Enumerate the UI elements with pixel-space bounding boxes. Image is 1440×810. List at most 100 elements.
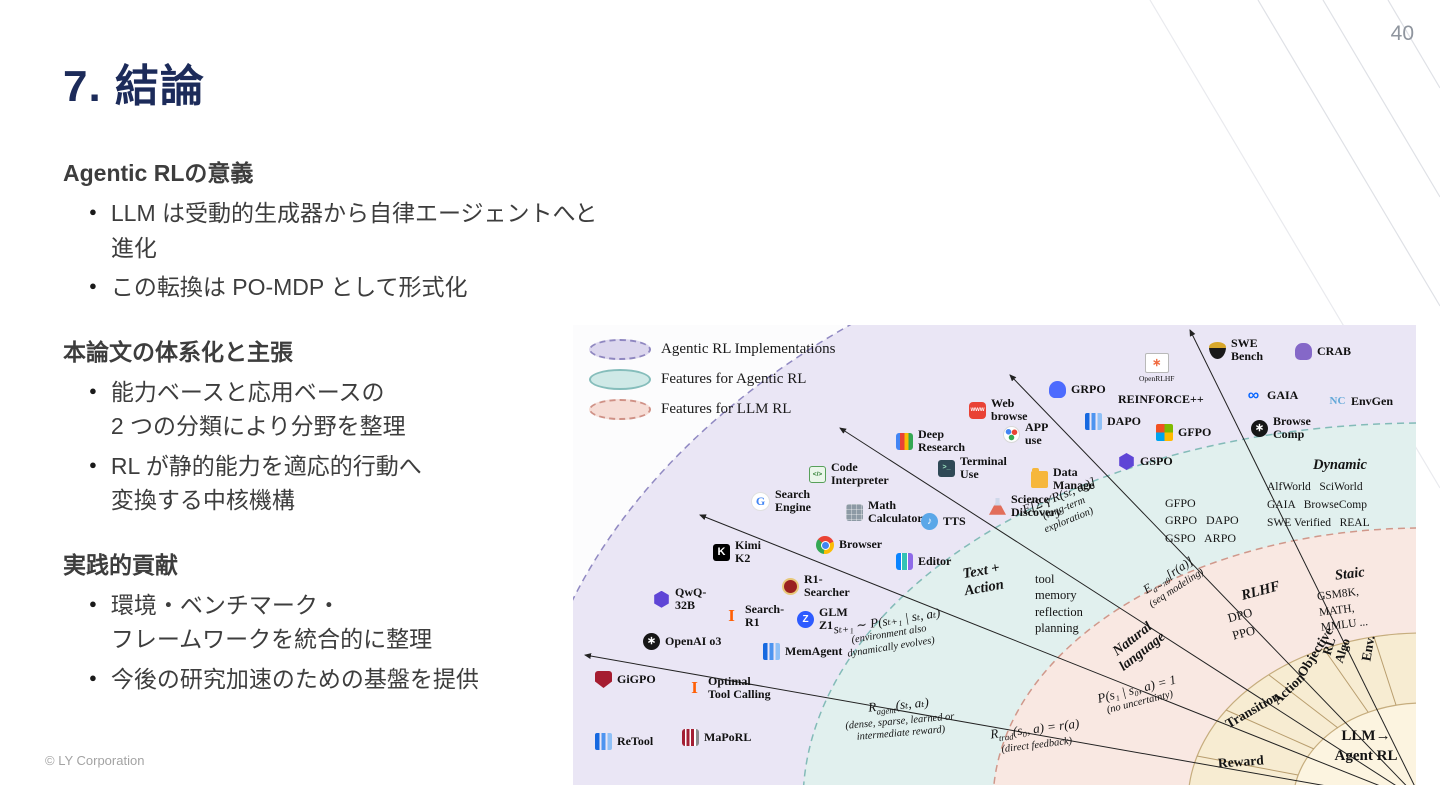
app-dots-icon <box>1003 425 1020 443</box>
impl-gaia: GAIA <box>1245 387 1298 404</box>
bullet-list: ●環境・ベンチマーク・ フレームワークを統合的に整理 ●今後の研究加速のための基… <box>63 588 603 697</box>
blue-bars-icon <box>763 643 780 660</box>
bullet-icon: ● <box>89 669 97 685</box>
impl-editor: Editor <box>896 553 951 570</box>
folder-icon <box>1031 467 1048 488</box>
bullet-list: ● LLM は受動的生成器から自律エージェントへと進化 ● この転換は PO-MDP… <box>63 196 603 305</box>
kimi-icon <box>713 543 730 561</box>
terminal-icon <box>938 459 955 477</box>
illinois-icon <box>686 680 703 697</box>
impl-tts: TTS <box>921 513 966 530</box>
impl-memagent: MemAgent <box>763 643 842 660</box>
unc-icon <box>1329 393 1346 410</box>
agentic-rl-taxonomy-figure: Agentic RL Implementations Features for … <box>573 325 1416 785</box>
impl-terminal-use: Terminal Use <box>938 454 1007 481</box>
dynamic-benchmark-list: AlfWorld SciWorld GAIA BrowseComp SWE Ve… <box>1267 481 1370 529</box>
deepseek-whale-icon <box>1049 381 1066 398</box>
blue-bars-icon <box>1085 413 1102 430</box>
legend-label: Features for Agentic RL <box>661 371 807 387</box>
bullet-text: 今後の研究加速のための基盤を提供 <box>110 665 479 692</box>
purple-dashed-ellipse-icon <box>589 339 651 360</box>
impl-envgen: EnvGen <box>1329 393 1393 410</box>
chart-bars-icon <box>896 432 913 450</box>
impl-gfpo: GFPO <box>1156 424 1211 441</box>
openai-icon <box>1251 419 1268 437</box>
speaker-icon <box>921 513 938 530</box>
bullet-text: LLM は受動的生成器から自律エージェントへと進化 <box>110 200 598 261</box>
legend-row: Features for Agentic RL <box>589 369 835 390</box>
openrlhf-icon <box>1144 353 1169 373</box>
harvard-shield-icon <box>595 671 612 688</box>
impl-openrlhf: OpenRLHF <box>1139 353 1174 383</box>
code-icon <box>809 465 826 483</box>
impl-web-browse: Web browse <box>969 396 1027 423</box>
legend-label: Agentic RL Implementations <box>661 341 836 357</box>
bullet-text: 能力ベースと応用ベースの 2 つの分類により分野を整理 <box>110 378 406 440</box>
impl-search-r1: Search- R1 <box>723 602 784 629</box>
blue-bars-icon <box>595 733 612 750</box>
qwen-icon <box>654 590 669 608</box>
impl-glm-z1: GLM Z1 <box>797 605 848 632</box>
impl-browser: Browser <box>816 536 882 554</box>
www-icon <box>969 401 986 419</box>
impl-kimi-k2: Kimi K2 <box>713 538 761 565</box>
section-heading: 本論文の体系化と主張 <box>63 338 293 365</box>
google-icon <box>751 491 770 511</box>
chrome-icon <box>816 536 834 554</box>
impl-gspo: GSPO <box>1118 453 1173 470</box>
legend-label: Features for LLM RL <box>661 401 792 417</box>
section-significance: Agentic RLの意義 ● LLM は受動的生成器から自律エージェントへと進化… <box>63 154 603 305</box>
impl-openai-o3: OpenAI o3 <box>643 633 721 650</box>
agentic-rl-algo-list: GFPO GRPO DAPO GSPO ARPO <box>1165 496 1239 545</box>
impl-r1-searcher: R1- Searcher <box>782 572 850 599</box>
bullet-icon: ● <box>89 204 97 219</box>
impl-qwq-32b: QwQ- 32B <box>653 585 706 612</box>
impl-crab: CRAB <box>1295 343 1351 360</box>
bullet-text: RL が静的能力を適応的行動へ 変換する中核機構 <box>110 452 422 514</box>
impl-grpo: GRPO <box>1049 381 1106 398</box>
ruc-icon <box>782 577 799 595</box>
meta-icon <box>1245 387 1262 404</box>
agentic-feature-list: tool memory reflection planning <box>1035 572 1083 635</box>
impl-code-interpreter: Code Interpreter <box>809 460 889 487</box>
bullet-icon: ● <box>89 456 97 472</box>
shield-icon <box>1209 341 1226 359</box>
microsoft-icon <box>1156 424 1173 441</box>
teal-ellipse-icon <box>589 369 651 390</box>
bullet-icon: ● <box>89 278 97 293</box>
bullet-item: ● RL が静的能力を適応的行動へ 変換する中核機構 <box>89 449 603 518</box>
section-contributions: 実践的貢献 ●環境・ベンチマーク・ フレームワークを統合的に整理 ●今後の研究加… <box>63 546 603 697</box>
impl-gigpo: GiGPO <box>595 671 656 688</box>
zhipu-icon <box>797 610 814 628</box>
static-env-title: Staic <box>1334 564 1366 584</box>
impl-browse-comp: Browse Comp <box>1251 414 1311 441</box>
impl-science-discovery: Science Discovery <box>989 492 1062 519</box>
impl-maporl: MaPoRL <box>682 729 751 746</box>
impl-search-engine: Search Engine <box>751 487 811 514</box>
center-llm-agent-rl: LLM→ Agent RL <box>1334 728 1398 764</box>
dynamic-env-title: Dynamic <box>1313 457 1367 473</box>
openai-icon <box>643 633 660 650</box>
text-column: 7. 結論 Agentic RLの意義 ● LLM は受動的生成器から自律エージェ… <box>63 50 603 724</box>
section-taxonomy: 本論文の体系化と主張 ●能力ベースと応用ベースの 2 つの分類により分野を整理 … <box>63 333 603 518</box>
impl-optimal-tool-calling: Optimal Tool Calling <box>686 674 771 701</box>
bullet-item: ●能力ベースと応用ベースの 2 つの分類により分野を整理 <box>89 375 603 444</box>
impl-app-use: APP use <box>1003 420 1048 447</box>
section-heading: Agentic RLの意義 <box>63 160 254 186</box>
bullet-icon: ● <box>89 595 97 611</box>
page-title: 7. 結論 <box>63 62 205 111</box>
text-action-label: Text + Action <box>961 560 1005 600</box>
impl-data-manage: Data Manage <box>1031 465 1094 492</box>
bullet-text: この転換は PO-MDP として形式化 <box>110 274 468 300</box>
impl-swe-bench: SWE Bench <box>1209 336 1263 363</box>
impl-dapo: DAPO <box>1085 413 1141 430</box>
bullet-list: ●能力ベースと応用ベースの 2 つの分類により分野を整理 ● RL が静的能力を適… <box>63 375 603 518</box>
mit-icon <box>682 729 699 746</box>
figure-legend: Agentic RL Implementations Features for … <box>589 339 835 420</box>
section-heading: 実践的貢献 <box>63 551 178 578</box>
pink-dashed-ellipse-icon <box>589 399 651 420</box>
page-number: 40 <box>1390 22 1414 45</box>
copyright-footer: © LY Corporation <box>45 753 145 768</box>
bullet-item: ● LLM は受動的生成器から自律エージェントへと進化 <box>89 196 603 265</box>
